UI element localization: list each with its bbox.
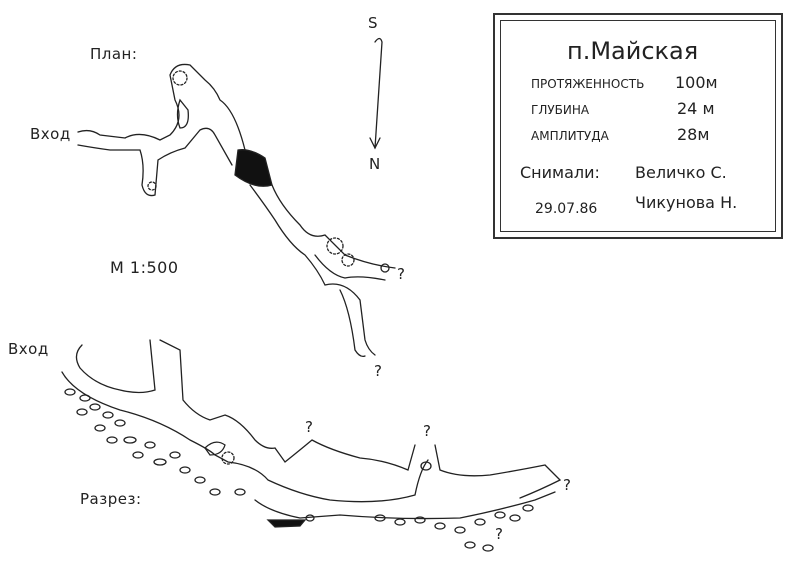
surveyed-label: Снимали: <box>520 163 600 182</box>
unknown-mark: ? <box>374 362 383 380</box>
section-entrance-label: Вход <box>8 340 49 358</box>
info-label-amplitude: амплитуда <box>531 129 609 143</box>
unknown-mark: ? <box>563 476 572 494</box>
cave-title: п.Майская <box>567 37 699 65</box>
plan-label: План: <box>90 45 138 63</box>
plan-dark-area <box>234 149 273 187</box>
unknown-mark: ? <box>423 422 432 440</box>
plan-view <box>77 63 396 358</box>
compass-arrow <box>369 37 383 150</box>
boulders <box>64 388 534 552</box>
info-label-depth: глубина <box>531 103 590 117</box>
survey-date: 29.07.86 <box>535 201 598 217</box>
unknown-mark: ? <box>305 418 314 436</box>
compass-south-label: S <box>368 14 379 32</box>
section-view <box>61 339 562 552</box>
surveyor-2: Чикунова Н. <box>635 193 738 212</box>
info-value-depth: 24 м <box>677 99 715 118</box>
info-value-amplitude: 28м <box>677 125 710 144</box>
plan-entrance-label: Вход <box>30 125 71 143</box>
unknown-mark: ? <box>495 525 504 543</box>
compass-north-label: N <box>369 155 381 173</box>
section-label: Разрез: <box>80 490 142 508</box>
scale-label: М 1:500 <box>110 258 179 277</box>
unknown-mark: ? <box>397 265 406 283</box>
surveyor-1: Величко С. <box>635 163 727 182</box>
info-value-length: 100м <box>675 73 718 92</box>
section-dark-area <box>266 519 307 528</box>
info-box: п.Майская протяженность 100м глубина 24 … <box>493 13 783 239</box>
info-label-length: протяженность <box>531 77 645 91</box>
